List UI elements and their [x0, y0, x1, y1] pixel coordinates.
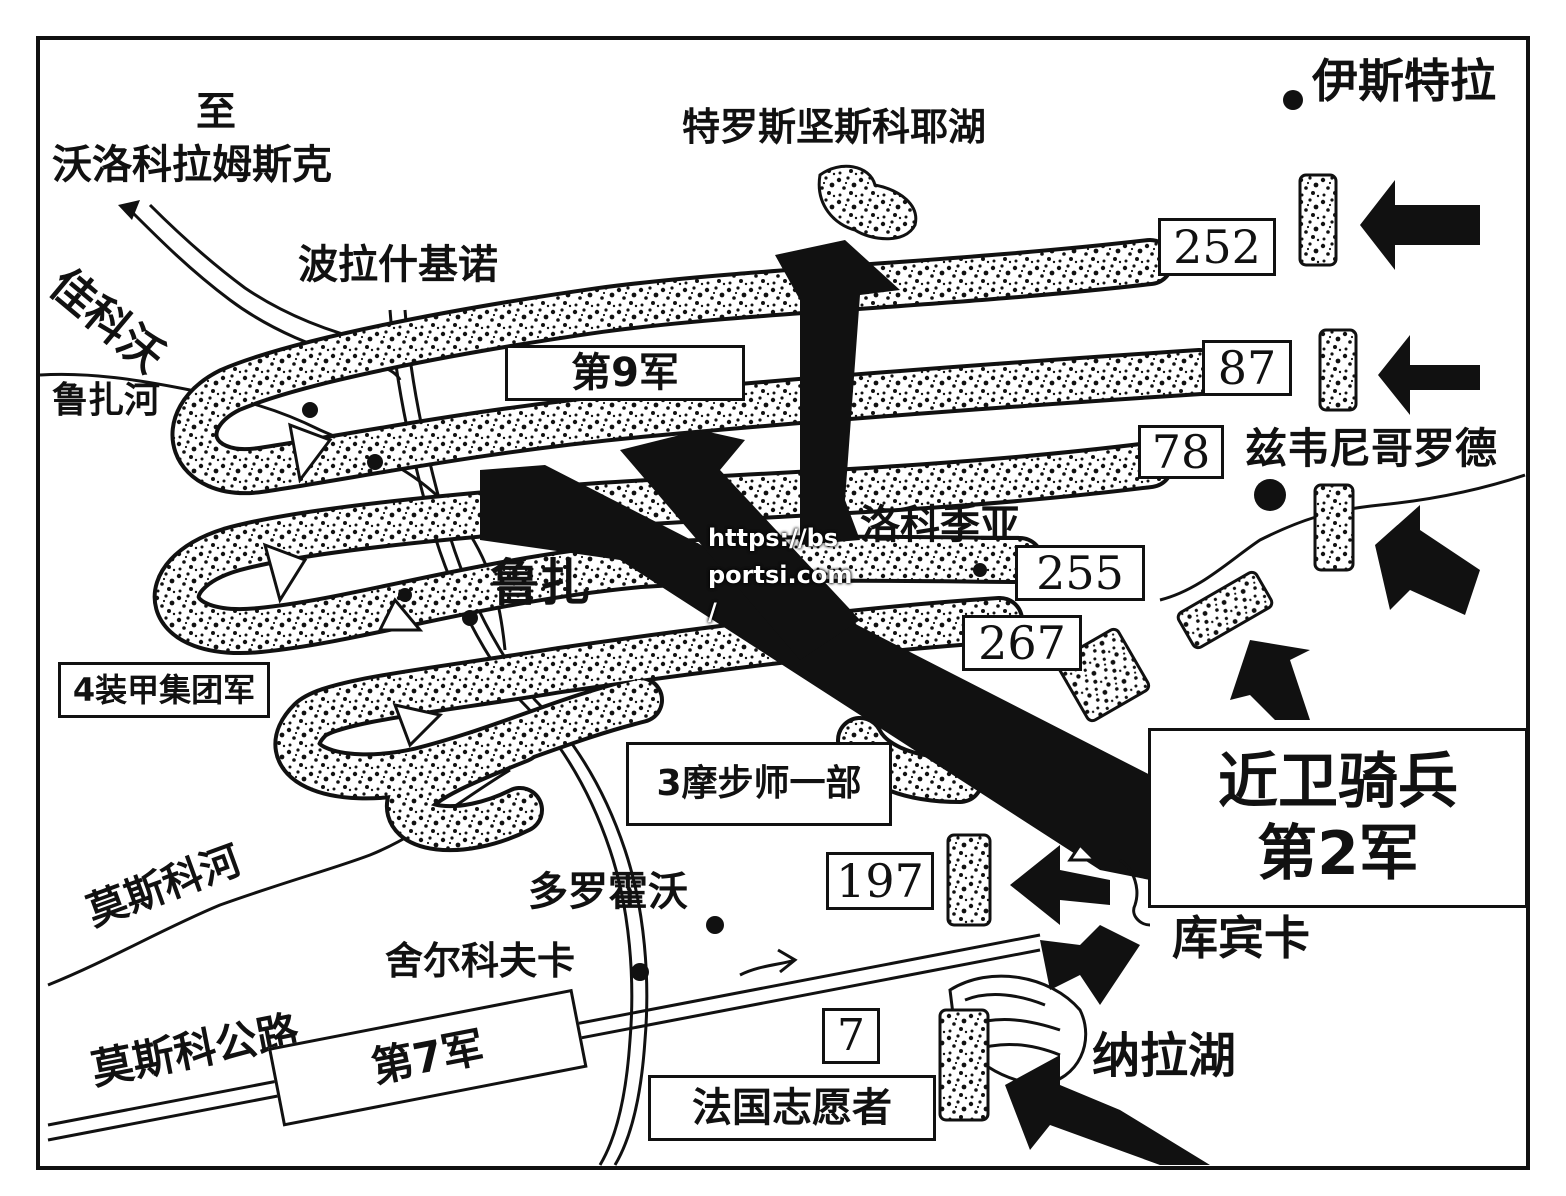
small-open-arrow [739, 948, 798, 977]
arrow-right-5 [1010, 845, 1110, 925]
map-border [36, 36, 1530, 1170]
strip-nara [938, 1008, 990, 1122]
volokolamsk-arrowhead [118, 200, 140, 220]
strip-197 [946, 833, 992, 927]
strip-252 [1298, 173, 1338, 267]
place-dorokhovo: 多罗霍沃 [528, 869, 688, 915]
place-ruza: 鲁扎 [490, 554, 590, 612]
unit-box-mot-3: 3摩步师一部 [626, 742, 892, 826]
unit-box-guards-cavalry: 近卫骑兵 第2军 [1148, 728, 1528, 908]
watermark-text: https://bs portsi.com / [708, 520, 853, 631]
arrow-bottom-nara [1005, 1055, 1210, 1165]
place-to: 至 [196, 89, 236, 135]
place-lokotnya: 洛科季亚 [860, 502, 1020, 548]
main-arrow-mid [620, 430, 860, 660]
unit-box-panzer-group-4: 4装甲集团军 [58, 662, 270, 718]
dorokhovo-dot [706, 916, 724, 934]
watermark-line3: / [708, 598, 717, 626]
unit-box-7: 7 [822, 1008, 880, 1064]
place-polashkino: 波拉什基诺 [298, 242, 498, 288]
ruza-river-line [39, 372, 507, 651]
strip-zvenigorod [1313, 483, 1355, 572]
place-nara-lake: 纳拉湖 [1092, 1028, 1237, 1084]
ruza-dot [462, 610, 478, 626]
watermark-line2: portsi.com [708, 561, 853, 589]
unit-box-french-volunteers: 法国志愿者 [648, 1075, 936, 1141]
watermark-line1: https://bs [708, 524, 839, 552]
kubinka-hook [1119, 858, 1151, 927]
place-kubinka: 库宾卡 [1172, 911, 1310, 965]
zvenigorod-dot [1254, 479, 1286, 511]
unit-box-197: 197 [826, 852, 934, 910]
unit-box-78: 78 [1138, 425, 1224, 479]
main-arrow-diagonal [480, 465, 1160, 880]
place-trostensko-lake: 特罗斯坚斯科耶湖 [682, 105, 987, 149]
guards-cavalry-line2: 第2军 [1257, 819, 1419, 889]
unit-box-267: 267 [962, 615, 1082, 671]
place-shelkovka: 舍尔科夫卡 [385, 939, 576, 983]
main-arrow-north [775, 240, 900, 545]
unit-box-252: 252 [1158, 218, 1276, 276]
arrow-right-1 [1360, 180, 1480, 270]
soviet-main-arrows [480, 240, 1160, 880]
place-ruza-river: 鲁扎河 [52, 380, 161, 421]
lokotnya-dot [973, 563, 987, 577]
arrow-right-3 [1375, 505, 1480, 615]
volok-road-line-2 [148, 203, 373, 344]
strip-87 [1318, 328, 1358, 412]
place-istra: 伊斯特拉 [1312, 54, 1496, 108]
town-dots [302, 90, 1303, 981]
strip-255b [1176, 570, 1274, 650]
shelkovka-dot [631, 963, 649, 981]
german-small-arrows [262, 422, 1099, 862]
guards-cavalry-line1: 近卫骑兵 [1218, 747, 1458, 817]
unit-box-87: 87 [1202, 340, 1292, 396]
place-zvenigorod: 兹韦尼哥罗德 [1245, 424, 1498, 473]
istra-dot [1283, 90, 1303, 110]
arrow-right-6 [1040, 925, 1140, 1005]
unit-box-255: 255 [1015, 545, 1145, 601]
arrow-right-2 [1378, 335, 1480, 415]
unit-box-army-9: 第9军 [505, 345, 745, 401]
trostensko-lake [817, 164, 918, 241]
soviet-right-arrows [1005, 180, 1480, 1165]
place-volokolamsk: 沃洛科拉姆斯克 [52, 142, 332, 188]
arrow-right-4 [1230, 640, 1310, 720]
